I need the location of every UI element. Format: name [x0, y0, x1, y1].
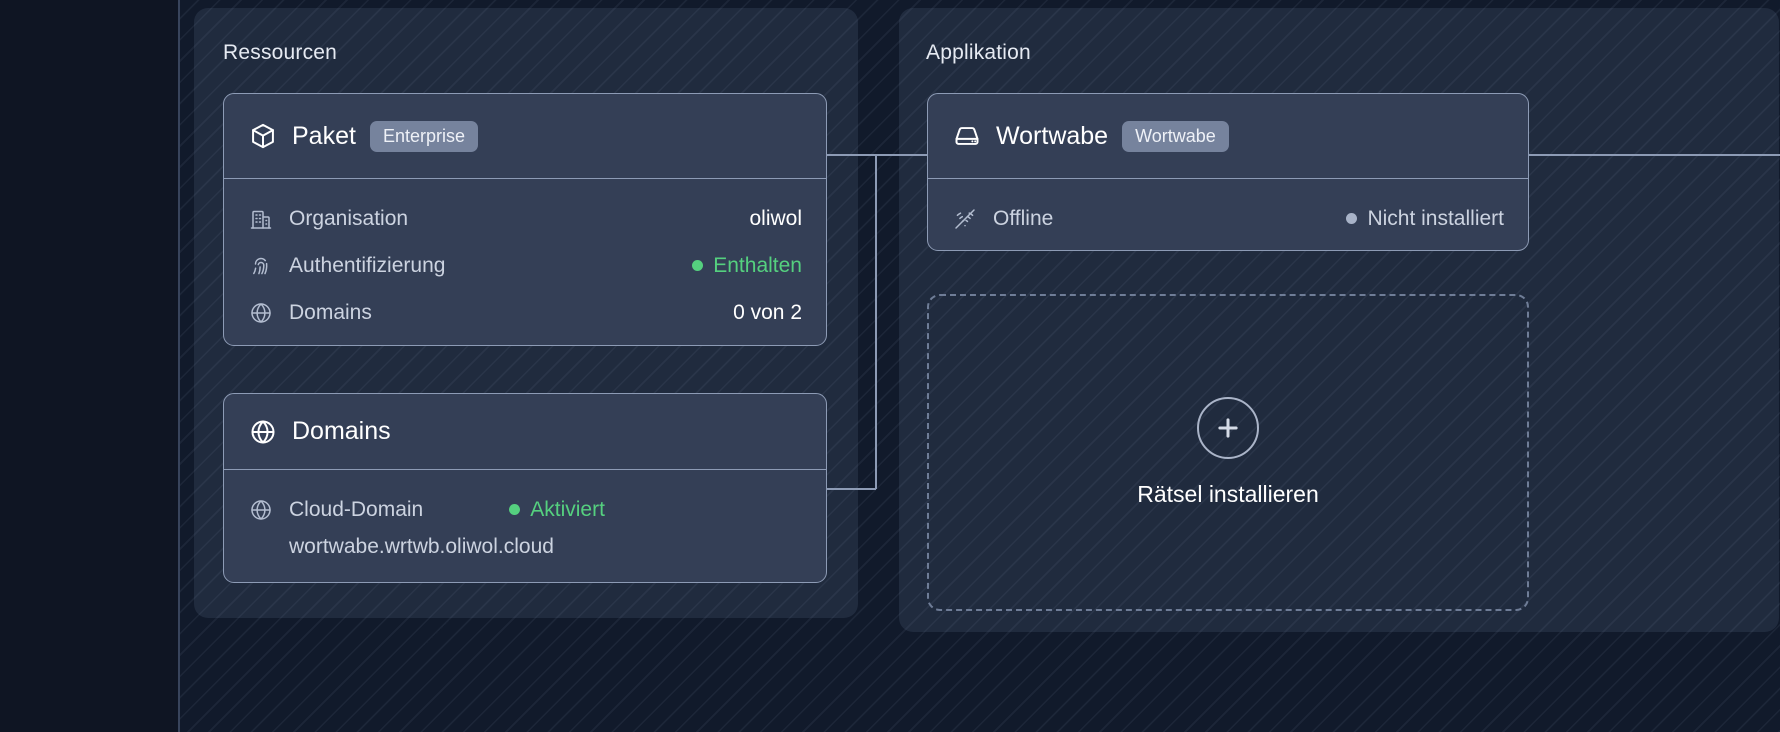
card-paket-body: Organisation oliwol Authentifizierung	[224, 179, 826, 345]
row-offline-value: Nicht installiert	[1346, 207, 1504, 231]
card-domains-title: Domains	[292, 417, 391, 445]
canvas-left-divider	[178, 0, 180, 732]
globe-icon	[248, 417, 278, 447]
row-authentifizierung[interactable]: Authentifizierung Enthalten	[248, 242, 802, 289]
row-offline[interactable]: Offline Nicht installiert	[952, 195, 1504, 242]
card-paket-badge: Enterprise	[369, 120, 478, 152]
card-domains[interactable]: Domains Cloud-Domain Aktiviert wortwabe.…	[223, 393, 827, 583]
card-wortwabe-body: Offline Nicht installiert	[928, 179, 1528, 250]
row-domains-count-label: Domains	[289, 300, 372, 324]
cloud-domain-hostname: wortwabe.wrtwb.oliwol.cloud	[289, 535, 554, 558]
package-icon	[248, 121, 278, 151]
row-cloud-domain-label: Cloud-Domain	[289, 497, 424, 521]
row-cloud-domain[interactable]: Cloud-Domain Aktiviert	[248, 486, 802, 533]
edge-paket-to-domains-return	[827, 488, 876, 490]
hard-drive-icon	[952, 121, 982, 151]
row-organisation-value: oliwol	[749, 206, 802, 230]
wifi-off-icon	[952, 206, 978, 232]
card-paket[interactable]: Paket Enterprise Organisation oliwol	[223, 93, 827, 346]
building-icon	[248, 206, 274, 232]
status-dot-enthalten	[692, 260, 704, 271]
status-dot-aktiviert	[509, 504, 521, 515]
fingerprint-icon	[248, 253, 274, 279]
install-app-dropzone[interactable]: Rätsel installieren	[927, 294, 1529, 611]
row-authentifizierung-value: Enthalten	[692, 254, 802, 278]
row-authentifizierung-value-text: Enthalten	[713, 253, 802, 277]
globe-icon	[248, 300, 274, 326]
edge-paket-to-domains-vertical	[875, 154, 877, 489]
edge-paket-to-wortwabe	[827, 154, 927, 156]
card-wortwabe-badge: Wortwabe	[1122, 120, 1229, 152]
card-wortwabe-title: Wortwabe	[996, 121, 1109, 150]
card-domains-header: Domains	[224, 394, 826, 470]
card-paket-title: Paket	[292, 121, 356, 150]
row-offline-label: Offline	[993, 206, 1054, 230]
card-wortwabe[interactable]: Wortwabe Wortwabe Offline	[927, 93, 1529, 251]
row-organisation-label: Organisation	[289, 206, 409, 230]
status-dot-nicht-installiert	[1346, 213, 1358, 224]
globe-icon	[248, 497, 274, 523]
row-domains-count-value: 0 von 2	[733, 300, 802, 324]
card-paket-header: Paket Enterprise	[224, 94, 826, 179]
panel-title-application: Applikation	[926, 41, 1031, 64]
row-offline-value-text: Nicht installiert	[1367, 206, 1504, 230]
panel-title-resources: Ressourcen	[223, 41, 338, 64]
row-organisation[interactable]: Organisation oliwol	[248, 195, 802, 242]
row-cloud-domain-value-text: Aktiviert	[530, 497, 605, 521]
install-app-label: Rätsel installieren	[1137, 481, 1319, 507]
plus-circle-icon	[1197, 397, 1259, 459]
edge-wortwabe-to-offscreen	[1529, 154, 1780, 156]
row-cloud-domain-value: Aktiviert	[509, 498, 605, 522]
card-wortwabe-header: Wortwabe Wortwabe	[928, 94, 1528, 179]
row-domains-count[interactable]: Domains 0 von 2	[248, 289, 802, 336]
row-authentifizierung-label: Authentifizierung	[289, 253, 446, 277]
card-domains-body: Cloud-Domain Aktiviert wortwabe.wrtwb.ol…	[224, 470, 826, 577]
